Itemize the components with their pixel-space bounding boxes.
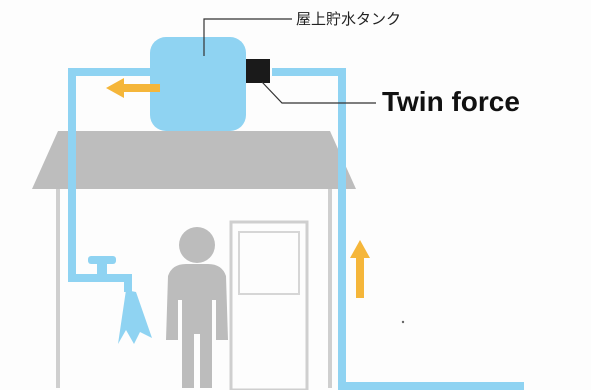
tank-icon bbox=[150, 37, 246, 131]
dust-dot bbox=[401, 320, 405, 324]
door-icon bbox=[229, 220, 309, 390]
house-walls bbox=[56, 189, 332, 388]
pump-icon bbox=[246, 59, 270, 83]
faucet-icon bbox=[88, 256, 132, 292]
tank-label: 屋上貯水タンク bbox=[296, 10, 402, 28]
leader-line bbox=[203, 18, 376, 104]
product-label: Twin force bbox=[382, 86, 520, 117]
water-pipe bbox=[68, 68, 524, 390]
flow-arrow-left bbox=[106, 78, 160, 98]
person-icon bbox=[166, 227, 228, 388]
house-roof bbox=[32, 131, 356, 189]
flow-arrow-up bbox=[350, 240, 370, 298]
water-spray-icon bbox=[118, 290, 152, 344]
